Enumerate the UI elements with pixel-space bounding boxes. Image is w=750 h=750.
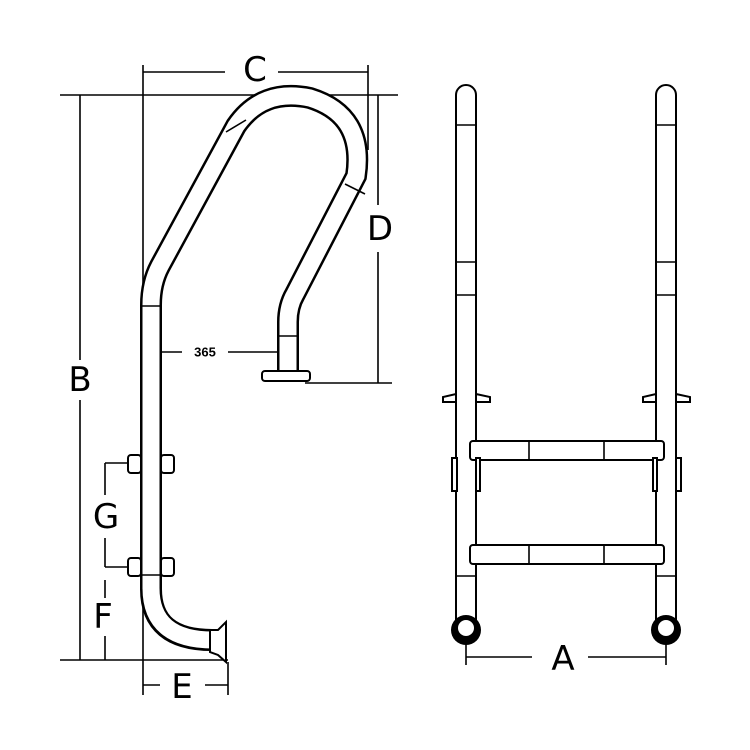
step-upper	[469, 440, 665, 461]
measurement-365: 365	[194, 345, 216, 360]
dimension-label-g: G	[93, 497, 119, 537]
side-view: C D B 365 G F E	[60, 50, 398, 707]
wall-brackets-side	[127, 454, 175, 577]
anchor-flanges-front	[442, 392, 691, 403]
front-posts	[455, 84, 677, 625]
dimension-label-d: D	[367, 209, 393, 249]
handrail-tube	[140, 84, 369, 651]
dimension-lines-front	[465, 640, 667, 665]
dimension-label-a: A	[551, 639, 574, 679]
dimension-label-e: E	[171, 667, 192, 707]
dimension-label-f: F	[93, 597, 113, 637]
anchor-base-plate	[261, 370, 311, 382]
dimension-label-b: B	[68, 360, 91, 400]
dimension-label-c: C	[243, 50, 267, 90]
step-lower	[469, 544, 665, 565]
front-view: A	[442, 84, 691, 679]
front-buffers	[451, 615, 681, 645]
wall-buffer-flange	[209, 619, 227, 665]
wall-brackets-front	[451, 457, 682, 492]
